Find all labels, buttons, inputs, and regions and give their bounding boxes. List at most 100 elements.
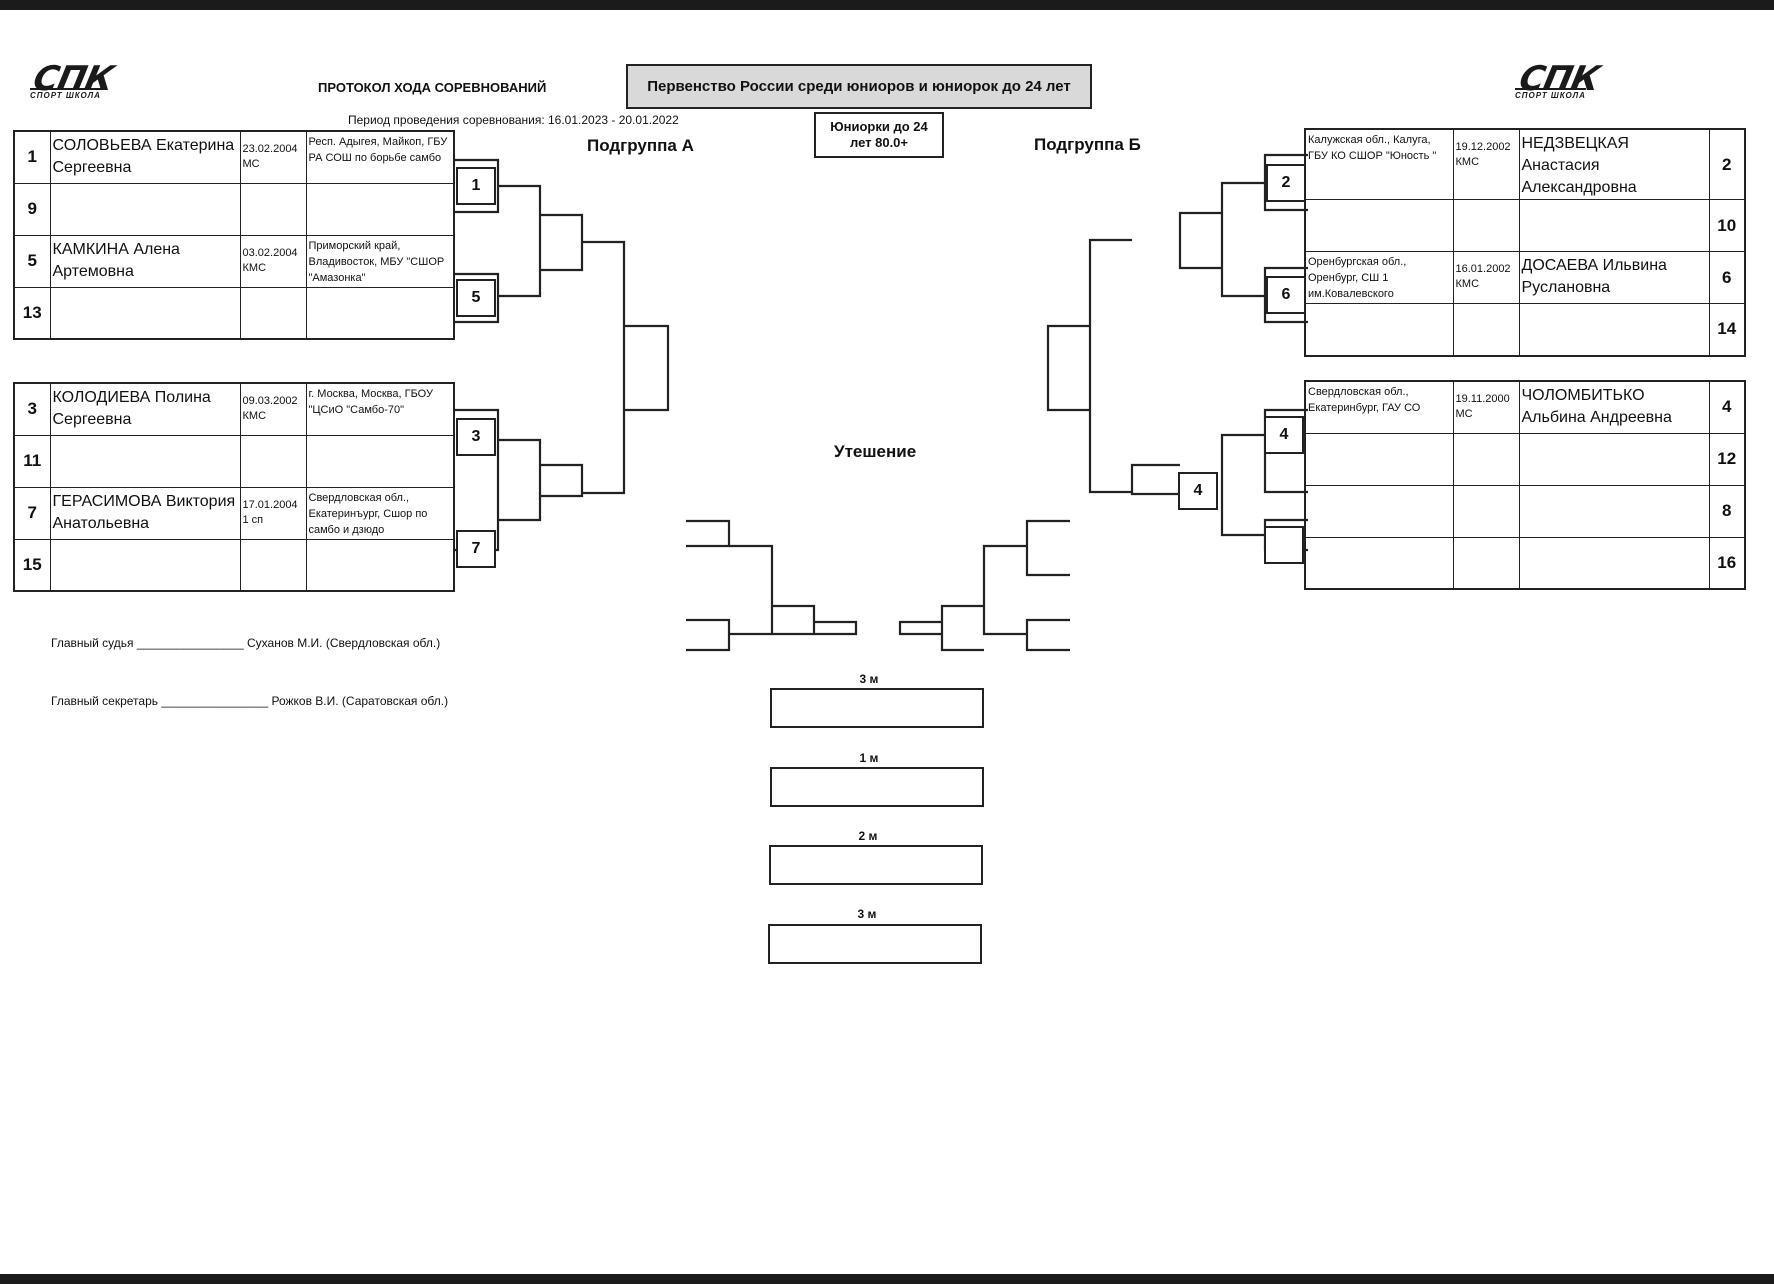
region-club: Калужская обл., Калуга, ГБУ КО СШОР "Юно…	[1304, 128, 1454, 200]
left-logo-subtext: СПОРТ ШКОЛА	[30, 88, 101, 100]
group-a-title: Подгруппа А	[587, 136, 694, 155]
athlete-name: КАМКИНА Алена Артемовна	[49, 234, 241, 288]
chief-judge-signature: ________________	[136, 636, 244, 650]
participant-row: 8	[1304, 484, 1746, 538]
athlete-name	[49, 286, 241, 340]
participant-row: 11	[13, 434, 455, 488]
birth-date-rank: 17.01.2004 1 сп	[239, 486, 307, 540]
place-label-2: 2 м	[858, 829, 878, 843]
draw-number: 5	[13, 234, 51, 288]
birth-date: 19.11.2000	[1455, 393, 1510, 405]
chief-secretary-line: Главный секретарь ________________ Рожко…	[51, 694, 448, 708]
b-pair-1-table: Калужская обл., Калуга, ГБУ КО СШОР "Юно…	[1304, 128, 1746, 357]
bracket-box-a-3: 3	[456, 418, 496, 456]
region-club: Приморский край, Владивосток, МБУ "СШОР …	[305, 234, 455, 288]
sport-rank: КМС	[1455, 156, 1480, 168]
draw-number: 14	[1708, 303, 1746, 356]
region-club	[305, 286, 455, 340]
draw-number: 16	[1708, 536, 1746, 590]
participant-row: Калужская обл., Калуга, ГБУ КО СШОР "Юно…	[1304, 128, 1746, 200]
region-club	[1304, 303, 1454, 356]
place-box-2	[769, 845, 983, 885]
consolation-title: Утешение	[834, 442, 917, 461]
bracket-box-b-4: 4	[1264, 416, 1304, 454]
sport-rank: КМС	[1455, 278, 1480, 290]
bracket-box-b-4-advance: 4	[1178, 472, 1218, 510]
chief-secretary-signature: ________________	[161, 694, 269, 708]
athlete-name	[49, 434, 241, 488]
athlete-name	[1518, 303, 1710, 356]
birth-date-rank	[239, 182, 307, 236]
sport-rank: КМС	[242, 261, 267, 274]
birth-date: 19.12.2002	[1455, 141, 1511, 153]
athlete-name: СОЛОВЬЕВА Екатерина Сергеевна	[49, 130, 241, 184]
region-club: г. Москва, Москва, ГБОУ "ЦСиО "Самбо-70"	[305, 382, 455, 436]
participant-row: 9	[13, 182, 455, 236]
protocol-title: ПРОТОКОЛ ХОДА СОРЕВНОВАНИЙ	[318, 80, 547, 95]
place-label-3b: 3 м	[857, 907, 877, 921]
top-border	[0, 0, 1774, 10]
chief-judge-line: Главный судья ________________ Суханов М…	[51, 636, 440, 650]
participant-row: 15	[13, 538, 455, 592]
birth-date-rank	[239, 538, 307, 592]
bracket-box-a-1: 1	[456, 167, 496, 205]
chief-secretary-name: Рожков В.И. (Саратовская обл.)	[271, 694, 449, 708]
draw-number: 6	[1708, 251, 1746, 304]
sport-rank: МС	[242, 158, 260, 170]
region-club	[1304, 536, 1454, 590]
sport-rank: 1 сп	[242, 513, 264, 526]
weight-category: Юниорки до 24 лет 80.0+	[814, 112, 944, 158]
birth-date-rank	[1452, 536, 1520, 590]
participant-row: 16	[1304, 536, 1746, 590]
athlete-name	[49, 538, 241, 592]
athlete-name: КОЛОДИЕВА Полина Сергеевна	[49, 382, 241, 436]
right-logo-subtext: СПОРТ ШКОЛА	[1515, 88, 1586, 100]
category-line-1: Юниорки до 24	[830, 119, 928, 134]
region-club: Респ. Адыгея, Майкоп, ГБУ РА СОШ по борь…	[305, 130, 455, 184]
birth-date-rank	[239, 286, 307, 340]
bracket-box-b-empty	[1264, 526, 1304, 564]
birth-date-rank	[1452, 303, 1520, 356]
region-club: Свердловская обл., Екатеринъург, Сшор по…	[305, 486, 455, 540]
draw-number: 10	[1708, 199, 1746, 252]
athlete-name: НЕДЗВЕЦКАЯ Анастасия Александровна	[1518, 128, 1710, 200]
athlete-name	[1518, 536, 1710, 590]
competition-period: Период проведения соревнования: 16.01.20…	[348, 113, 679, 127]
draw-number: 1	[13, 130, 51, 184]
bottom-border	[0, 1274, 1774, 1284]
athlete-name: ЧОЛОМБИТЬКО Альбина Андреевна	[1518, 380, 1710, 434]
place-label-3: 3 м	[859, 672, 879, 686]
participant-row: 13	[13, 286, 455, 340]
birth-date: 16.01.2002	[1455, 263, 1511, 275]
category-line-2: лет 80.0+	[849, 135, 909, 150]
region-club	[1304, 199, 1454, 252]
bracket-box-a-7: 7	[456, 530, 496, 568]
region-club	[305, 538, 455, 592]
region-club	[1304, 432, 1454, 486]
birth-date: 09.03.2002	[242, 395, 298, 407]
championship-title: Первенство России среди юниоров и юниоро…	[626, 64, 1092, 109]
sport-rank: МС	[1455, 408, 1473, 420]
chief-judge-name: Суханов М.И. (Свердловская обл.)	[247, 636, 441, 650]
group-b-title: Подгруппа Б	[1034, 135, 1141, 154]
birth-date: 03.02.2004	[242, 246, 298, 259]
participant-row: 10	[1304, 199, 1746, 252]
bracket-box-b-6: 6	[1266, 276, 1306, 314]
place-box-3b	[768, 924, 982, 964]
birth-date: 17.01.2004	[242, 498, 298, 511]
chief-judge-label: Главный судья	[51, 636, 134, 650]
place-box-3	[770, 688, 984, 728]
draw-number: 12	[1708, 432, 1746, 486]
athlete-name: ГЕРАСИМОВА Виктория Анатольевна	[49, 486, 241, 540]
participant-row: 14	[1304, 303, 1746, 356]
draw-number: 8	[1708, 484, 1746, 538]
